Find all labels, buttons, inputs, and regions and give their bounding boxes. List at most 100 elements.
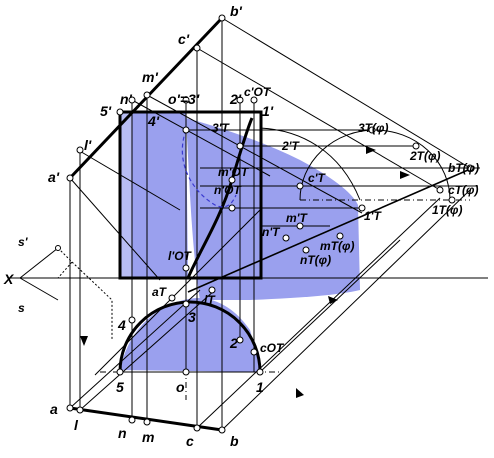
label-aT: aT	[152, 285, 168, 299]
h-ray-c	[196, 197, 441, 429]
point-mT-prime	[296, 222, 304, 230]
label-2: 2	[229, 335, 238, 351]
point-2-prime	[236, 96, 244, 104]
arrow-4	[296, 388, 304, 398]
point-mOT-prime	[228, 176, 236, 184]
label-l-prime: l'	[84, 137, 92, 153]
point-nT-phi	[302, 246, 310, 254]
label-n-prime: n'	[120, 91, 133, 107]
ray-n	[131, 99, 271, 177]
construction-lines	[10, 17, 488, 431]
arrow-3	[328, 296, 338, 304]
point-a-prime	[66, 174, 74, 182]
point-1T-prime	[358, 204, 366, 212]
label-mT-phi: mT(φ)	[320, 239, 354, 253]
label-lT: lT	[204, 293, 216, 307]
point-s-prime	[55, 245, 61, 251]
label-cOT-prime: c'OT	[244, 85, 272, 99]
h-ray-5	[94, 209, 261, 376]
label-1T-phi: 1T(φ)	[432, 203, 462, 217]
point-1T-phi	[448, 196, 456, 204]
ray-c	[196, 47, 441, 191]
point-l	[76, 406, 84, 414]
arrow-5	[80, 336, 88, 346]
point-n	[128, 416, 136, 424]
label-o3-prime: o'=3'	[168, 91, 200, 107]
h-ray-a	[69, 289, 201, 409]
label-cOT: cOT	[260, 341, 285, 355]
label-1-prime: 1'	[262, 103, 274, 119]
label-cT-phi: cT(φ)	[448, 183, 478, 197]
shaded-shadow-areas	[120, 112, 360, 372]
point-lT	[208, 286, 216, 294]
h-ray-b	[221, 189, 471, 431]
points	[55, 14, 474, 434]
label-4-prime: 4'	[147, 113, 160, 129]
labels: b' c' m' n' o'=3' 2' c'OT 1' 5' 4' 3'T l…	[3, 3, 479, 449]
ray-l	[77, 149, 181, 211]
shadow-outline-arc	[259, 127, 361, 201]
label-mOT-prime: m'OT	[218, 165, 250, 179]
label-c-prime: c'	[178, 31, 190, 47]
horizontal-shadow	[120, 298, 262, 372]
label-b: b	[230, 433, 239, 449]
label-mT-prime: m'T	[286, 211, 309, 225]
point-bT-phi	[466, 164, 474, 172]
point-b	[218, 426, 226, 434]
label-nT-prime: n'T	[262, 225, 281, 239]
shadow-line-to-bT	[187, 169, 469, 293]
label-s-prime: s'	[18, 235, 29, 249]
point-a	[66, 404, 74, 412]
label-cT-prime: c'T	[308, 171, 327, 185]
point-cOT	[250, 348, 258, 356]
point-5-prime	[116, 108, 124, 116]
curved-shadow-upper	[186, 118, 360, 300]
label-nT-phi: nT(φ)	[300, 253, 331, 267]
label-3T-phi: 3T(φ)	[358, 121, 388, 135]
hidden-shadow-curve	[181, 129, 237, 208]
label-2-prime: 2'	[229, 91, 242, 107]
label-2T-prime: 2'T	[281, 139, 301, 153]
label-2T-phi: 2T(φ)	[409, 149, 440, 163]
label-3: 3	[188, 309, 196, 325]
point-l-prime	[76, 146, 84, 154]
label-1: 1	[256, 379, 264, 395]
label-a-prime: a'	[48, 169, 60, 185]
label-a: a	[50, 401, 58, 417]
h-ray-1	[259, 239, 401, 373]
point-4	[128, 316, 136, 324]
label-b-prime: b'	[230, 3, 243, 19]
point-lOT-prime	[182, 264, 190, 272]
point-c-prime	[193, 44, 201, 52]
point-2T-prime	[236, 142, 244, 150]
point-1	[256, 368, 264, 376]
arrow-2	[400, 171, 410, 179]
frontal-shadow-strip	[120, 112, 132, 278]
point-mT-phi	[336, 232, 344, 240]
label-bT-phi: bT(φ)	[448, 161, 479, 175]
label-lOT-prime: l'OT	[168, 249, 193, 263]
point-3T-prime	[182, 126, 190, 134]
point-cT-phi	[436, 186, 444, 194]
label-s: s	[18, 301, 25, 315]
point-b-prime	[218, 14, 226, 22]
label-nOT-prime: n'OT	[214, 183, 243, 197]
point-nOT-prime	[228, 204, 236, 212]
light-construction-2	[71, 261, 113, 340]
point-c	[193, 424, 201, 432]
label-4: 4	[117, 317, 126, 333]
point-m	[143, 418, 151, 426]
arrow-1	[366, 146, 376, 154]
point-1-prime	[250, 96, 258, 104]
label-m-prime: m'	[142, 69, 158, 85]
label-l: l	[74, 417, 79, 433]
point-2	[236, 336, 244, 344]
point-m-prime	[143, 91, 151, 99]
ray-b	[221, 17, 471, 169]
label-c: c	[186, 433, 194, 449]
light-s-prime	[19, 247, 59, 279]
label-m: m	[142, 429, 154, 445]
point-o	[182, 368, 190, 376]
label-n: n	[118, 425, 127, 441]
point-n-prime	[128, 96, 136, 104]
